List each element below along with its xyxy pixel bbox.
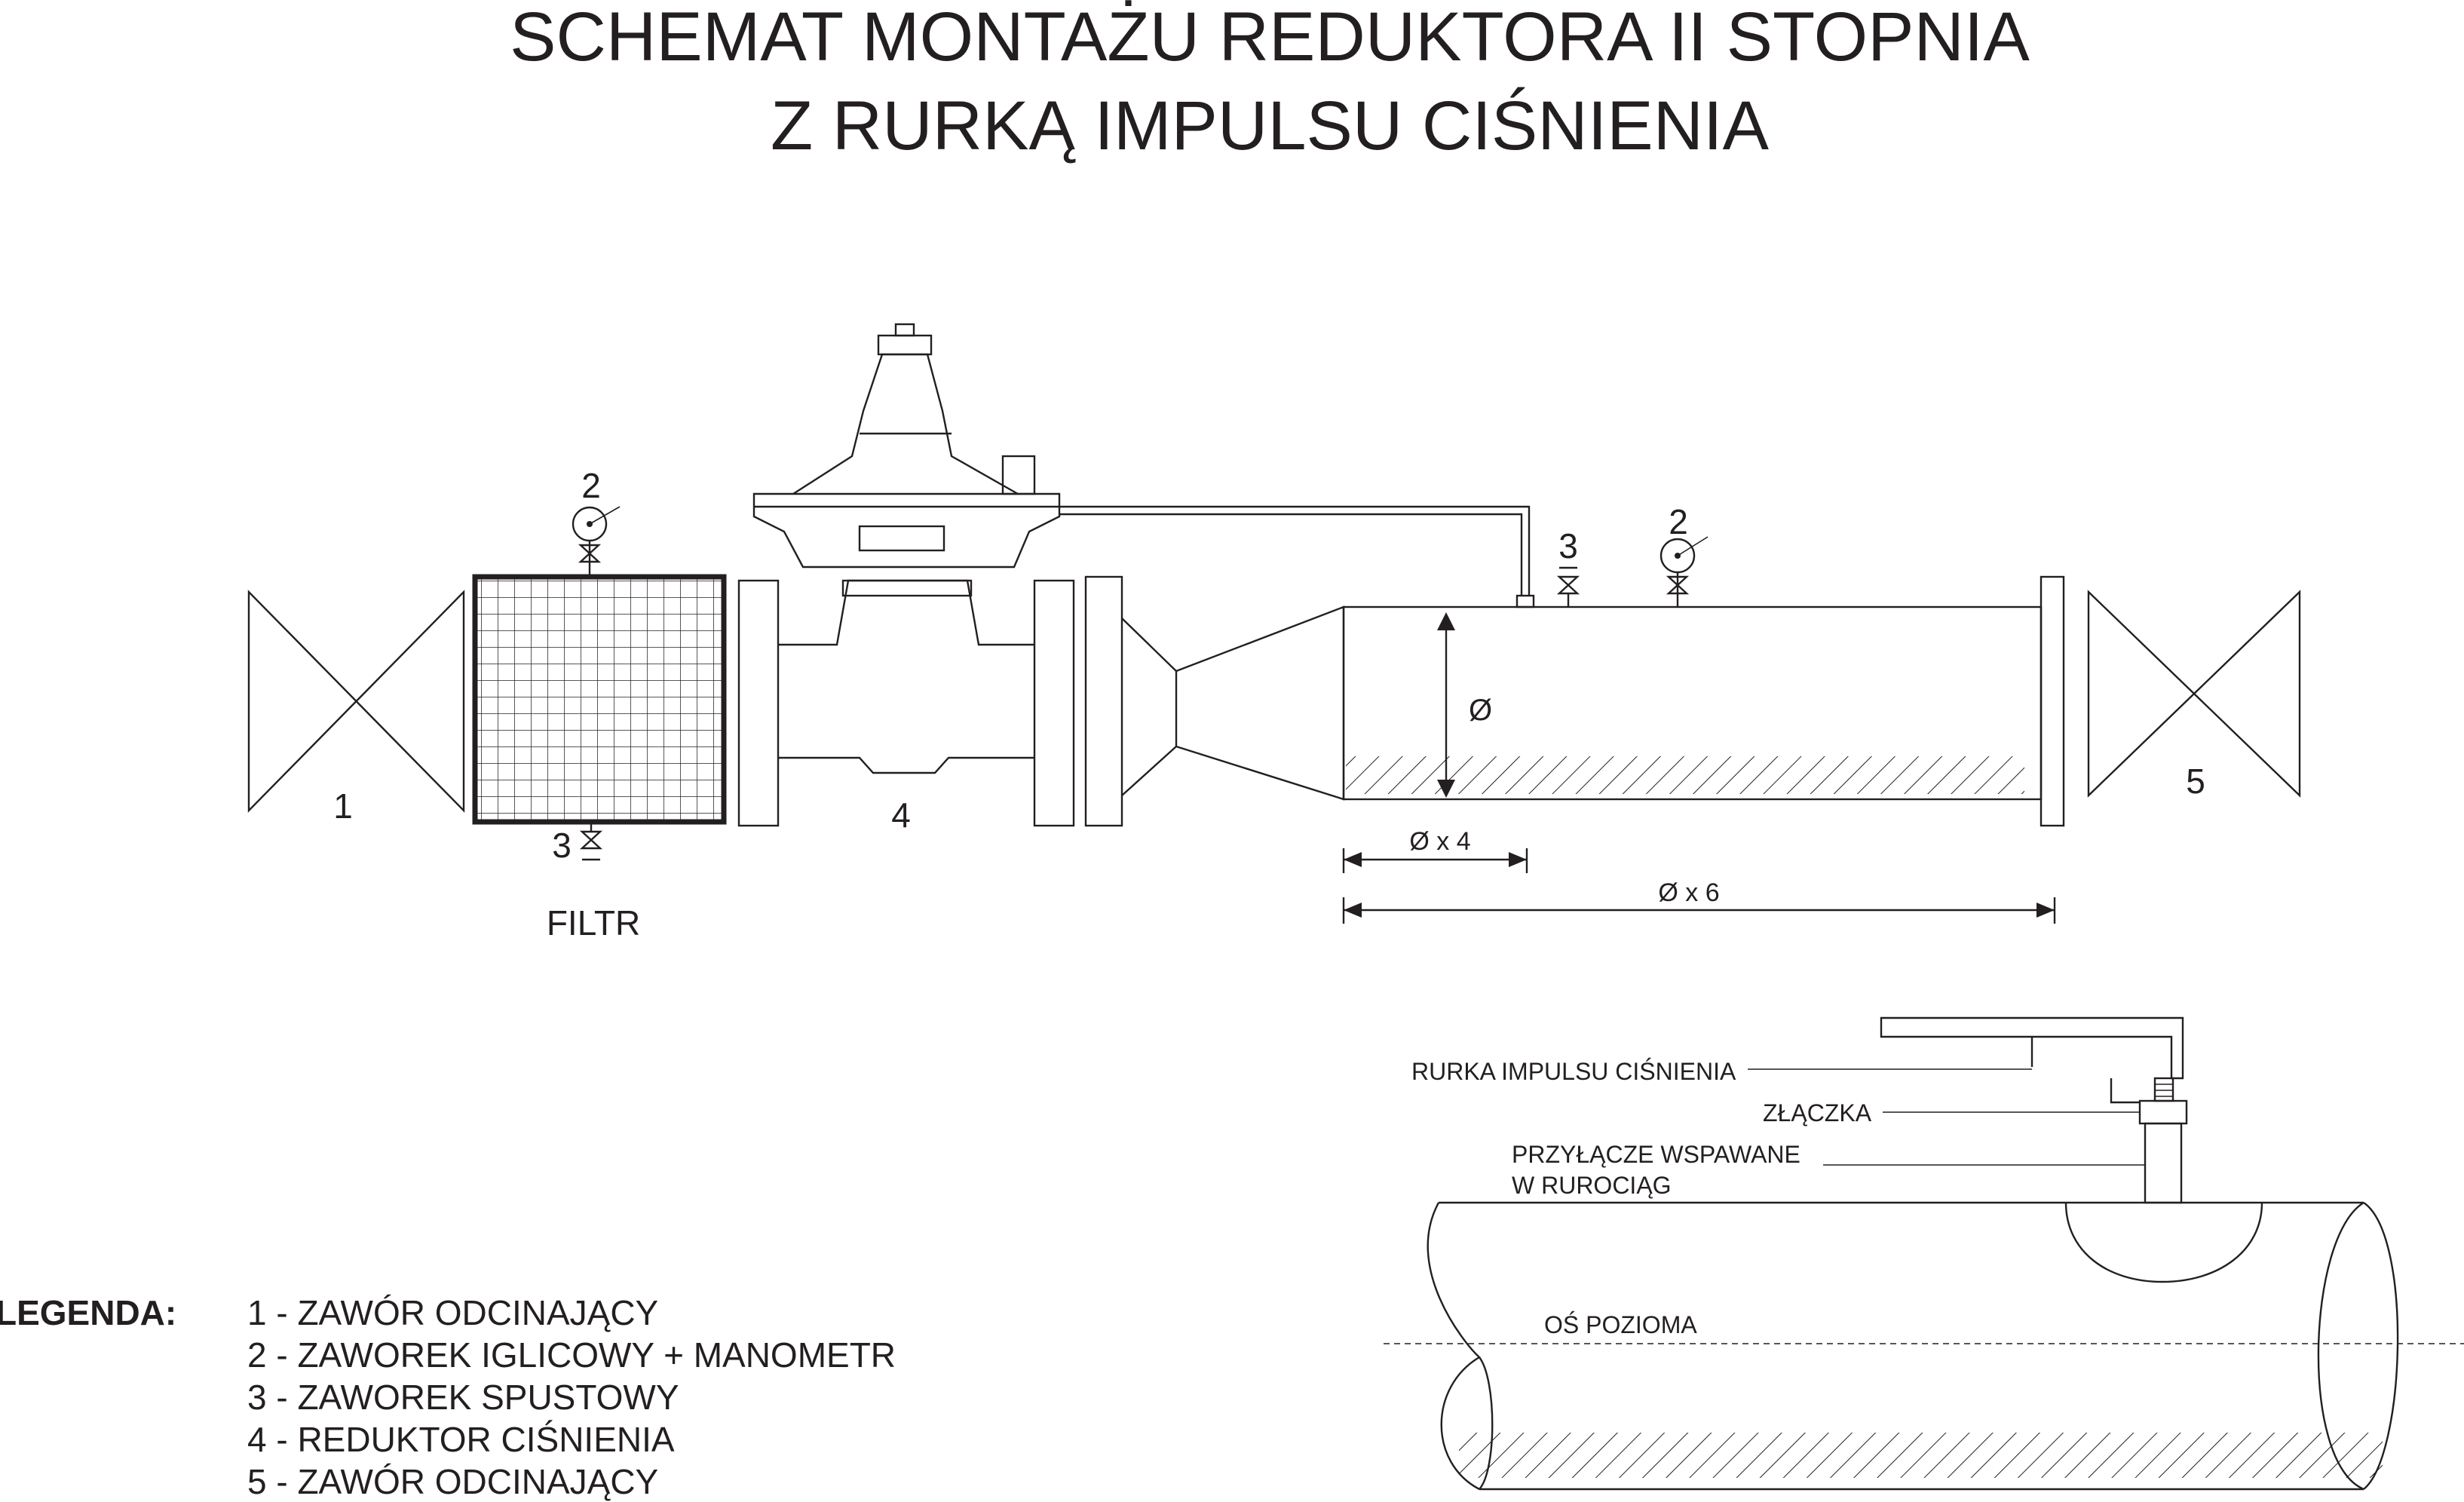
label-welded-line1: PRZYŁĄCZE WSPAWANE	[1512, 1141, 1800, 1168]
label-gauge-pipe: 2	[1669, 502, 1688, 541]
label-impulse-tube: RURKA IMPULSU CIŚNIENIA	[1411, 1058, 1736, 1085]
label-fitting: ZŁĄCZKA	[1763, 1099, 1872, 1126]
welded-connection	[2138, 1099, 2188, 1204]
dimension-6	[1342, 897, 2056, 924]
label-dim-4: Ø x 4	[1409, 827, 1470, 856]
legend-item: 4 - REDUKTOR CIŚNIENIA	[247, 1420, 675, 1459]
pipe-expander	[1121, 605, 1345, 801]
legend-item: 1 - ZAWÓR ODCINAJĄCY	[247, 1293, 658, 1332]
title-line1: SCHEMAT MONTAŻU REDUKTORA II STOPNIA	[510, 0, 2030, 75]
impulse-tube-detail	[1880, 1016, 2184, 1104]
legend-item: 5 - ZAWÓR ODCINAJĄCY	[247, 1462, 658, 1501]
label-reducer: 4	[891, 795, 911, 835]
label-axis: OŚ POZIOMA	[1544, 1311, 1697, 1338]
legend-item: 2 - ZAWOREK IGLICOWY + MANOMETR	[247, 1335, 896, 1375]
dimension-4	[1342, 848, 1528, 873]
drain-valve-pipe	[1556, 566, 1580, 607]
label-dim-6: Ø x 6	[1658, 878, 1719, 907]
shutoff-valve-1	[247, 590, 465, 813]
detail-pipe	[1427, 1201, 2399, 1491]
label-gauge-filter: 2	[581, 466, 601, 505]
filter	[472, 574, 727, 825]
legend-item: 3 - ZAWOREK SPUSTOWY	[247, 1378, 679, 1417]
label-welded-line2: W RUROCIĄG	[1512, 1172, 1672, 1199]
legend-heading: LEGENDA:	[0, 1293, 176, 1332]
diameter-arrow	[1437, 612, 1455, 798]
label-valve-5: 5	[2186, 762, 2205, 801]
gauge-valve-pipe	[1660, 536, 1709, 607]
label-drain-pipe: 3	[1558, 526, 1578, 566]
impulse-tube	[1059, 505, 1535, 608]
label-valve-1: 1	[333, 786, 353, 826]
drain-valve-filter	[579, 822, 603, 861]
pressure-reducer	[737, 323, 1123, 827]
fitting	[2153, 1077, 2174, 1102]
shutoff-valve-5	[2087, 590, 2301, 798]
label-drain-filter: 3	[552, 826, 572, 865]
gauge-valve-filter	[572, 506, 621, 577]
label-diameter: Ø	[1469, 694, 1492, 727]
title-line2: Z RURKĄ IMPULSU CIŚNIENIA	[771, 86, 1770, 164]
filter-caption: FILTR	[547, 903, 640, 943]
legend: LEGENDA: 1 - ZAWÓR ODCINAJĄCY 2 - ZAWORE…	[0, 1293, 896, 1501]
main-pipe	[1342, 575, 2065, 827]
